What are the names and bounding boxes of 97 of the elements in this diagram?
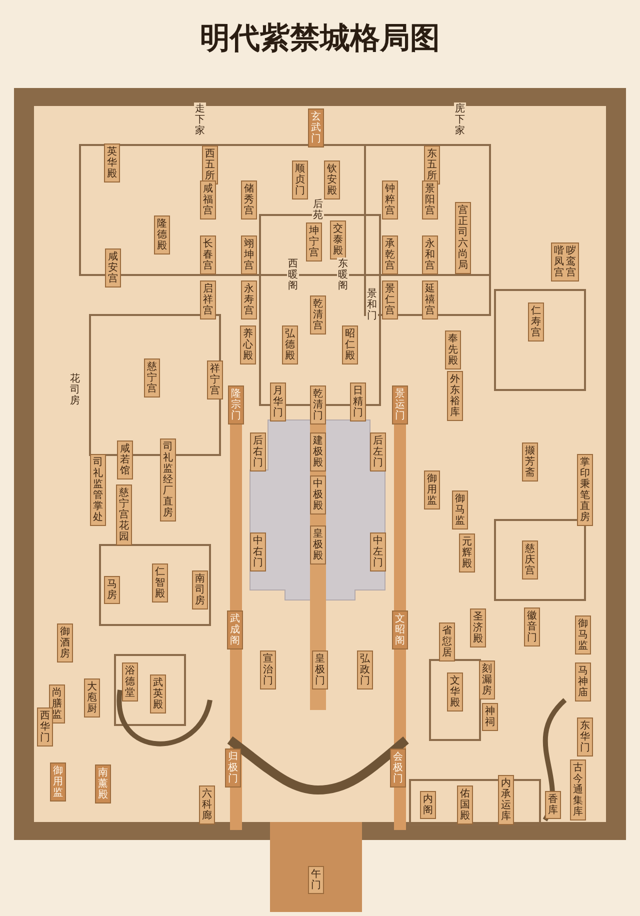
hall-building: 后右门 (250, 432, 266, 472)
hall-building: 景阳宫 (422, 180, 438, 220)
hall-building: 延禧宫 (422, 280, 438, 320)
hall-building: 坤宁宫 (306, 222, 322, 262)
hall-building: 交泰殿 (330, 220, 346, 260)
area-label: 西暖阁 (287, 258, 299, 292)
hall-building: 西华门 (37, 708, 53, 746)
area-label: 花司房 (69, 372, 81, 408)
hall-building: 钦安殿 (324, 160, 340, 200)
gate-building: 归极门 (225, 748, 241, 788)
diagram-title: 明代紫禁城格局图 (199, 20, 441, 58)
hall-building: 奉先殿 (445, 330, 461, 370)
hall-building: 咸若馆 (117, 440, 133, 480)
area-label: 后苑 (312, 198, 324, 222)
hall-building: 日精门 (350, 382, 366, 422)
hall-building: 中左门 (370, 532, 386, 572)
hall-building: 昭仁殿 (342, 326, 358, 364)
area-label: 走下家 (194, 102, 206, 138)
hall-building: 内阁 (420, 791, 436, 819)
hall-building: 皇极门 (312, 650, 328, 690)
hall-building: 宫正司六尚局 (455, 202, 471, 274)
area-label: 东暖阁 (337, 258, 349, 292)
gate-building: 玄武门 (308, 108, 324, 148)
hall-building: 马神庙 (575, 662, 591, 702)
hall-building: 仁智殿 (152, 564, 168, 602)
hall-building: 撷芳斋 (522, 442, 538, 482)
hall-building: 御用监 (424, 470, 440, 510)
hall-building: 掌印秉笔直房 (577, 454, 593, 526)
hall-building: 咸安宫 (105, 248, 121, 288)
hall-building: 钟粹宫 (382, 180, 398, 220)
hall-building: 英华殿 (104, 144, 120, 182)
hall-building: 隆德殿 (154, 216, 170, 254)
hall-building: 弘德殿 (282, 326, 298, 364)
gate-building: 景运门 (392, 386, 408, 424)
hall-building: 浴德堂 (122, 662, 138, 702)
hall-building: 神祠 (482, 703, 498, 731)
hall-building: 武英殿 (150, 674, 166, 714)
hall-building: 南司房 (192, 570, 208, 610)
hall-building: 御马监 (452, 490, 468, 530)
hall-building: 文华殿 (447, 672, 463, 712)
hall-building: 中右门 (250, 532, 266, 572)
hall-building: 御马监 (575, 616, 591, 654)
hall-building: 宣治门 (260, 650, 276, 690)
gate-building: 南薰殿 (95, 764, 111, 804)
hall-building: 乾清门 (310, 386, 326, 424)
hall-building: 午门 (308, 866, 324, 894)
hall-building: 刻漏房 (479, 660, 495, 700)
hall-building: 咸福宫 (200, 180, 216, 220)
hall-building: 马房 (104, 576, 120, 604)
gate-building: 御用监 (50, 762, 66, 802)
hall-building: 御酒房 (57, 624, 73, 662)
hall-building: 乾清宫 (310, 296, 326, 334)
hall-building: 香库 (545, 791, 561, 819)
hall-building: 中极殿 (310, 476, 326, 514)
hall-building: 司礼监经厂直房 (160, 438, 176, 522)
hall-building: 弘政门 (357, 650, 373, 690)
hall-building: 内承运库 (498, 775, 514, 825)
hall-building: 承乾宫 (382, 236, 398, 274)
area-label: 庑下家 (454, 102, 466, 138)
hall-building: 祥宁宫 (207, 360, 223, 400)
hall-building: 尚膳监 (49, 684, 65, 724)
hall-building: 大庖厨 (84, 678, 100, 718)
hall-building: 启祥宫 (200, 280, 216, 320)
hall-building: 省愆居 (439, 622, 455, 662)
hall-building: 养心殿 (240, 326, 256, 364)
hall-building: 元辉殿 (459, 534, 475, 572)
hall-building: 东华门 (577, 718, 593, 756)
gate-building: 隆宗门 (228, 386, 244, 424)
hall-building: 古今通集库 (570, 760, 586, 820)
hall-building: 顺贞门 (292, 160, 308, 200)
hall-building: 外东裕库 (447, 371, 463, 421)
area-label: 景和门 (366, 288, 378, 322)
hall-building: 皇极殿 (310, 526, 326, 564)
hall-building: 西五所 (202, 146, 218, 184)
hall-building: 仁寿宫 (528, 302, 544, 342)
hall-building: 永寿宫 (241, 280, 257, 320)
hall-building: 圣济殿 (470, 608, 486, 648)
hall-building: 徽音门 (524, 608, 540, 646)
hall-building: 长春宫 (200, 236, 216, 274)
hall-building: 佑国殿 (457, 786, 473, 824)
hall-building: 喈凤宫 哕鸾宫 (551, 242, 579, 282)
hall-building: 六科廊 (199, 786, 215, 824)
hall-building: 永和宫 (422, 236, 438, 274)
gate-building: 文昭阁 (392, 610, 408, 650)
hall-building: 慈庆宫 (522, 540, 538, 580)
hall-building: 月华门 (270, 382, 286, 422)
hall-building: 景仁宫 (382, 280, 398, 320)
hall-building: 慈宁宫 (144, 358, 160, 398)
hall-building: 建极殿 (310, 432, 326, 472)
gate-building: 会极门 (390, 748, 406, 788)
hall-building: 翊坤宫 (241, 236, 257, 274)
hall-building: 司礼监管掌处 (90, 454, 106, 526)
hall-building: 储秀宫 (241, 180, 257, 220)
gate-building: 武成阁 (227, 610, 243, 650)
hall-building: 慈宁宫花园 (116, 484, 132, 546)
hall-building: 东五所 (424, 146, 440, 184)
hall-building: 后左门 (370, 432, 386, 472)
